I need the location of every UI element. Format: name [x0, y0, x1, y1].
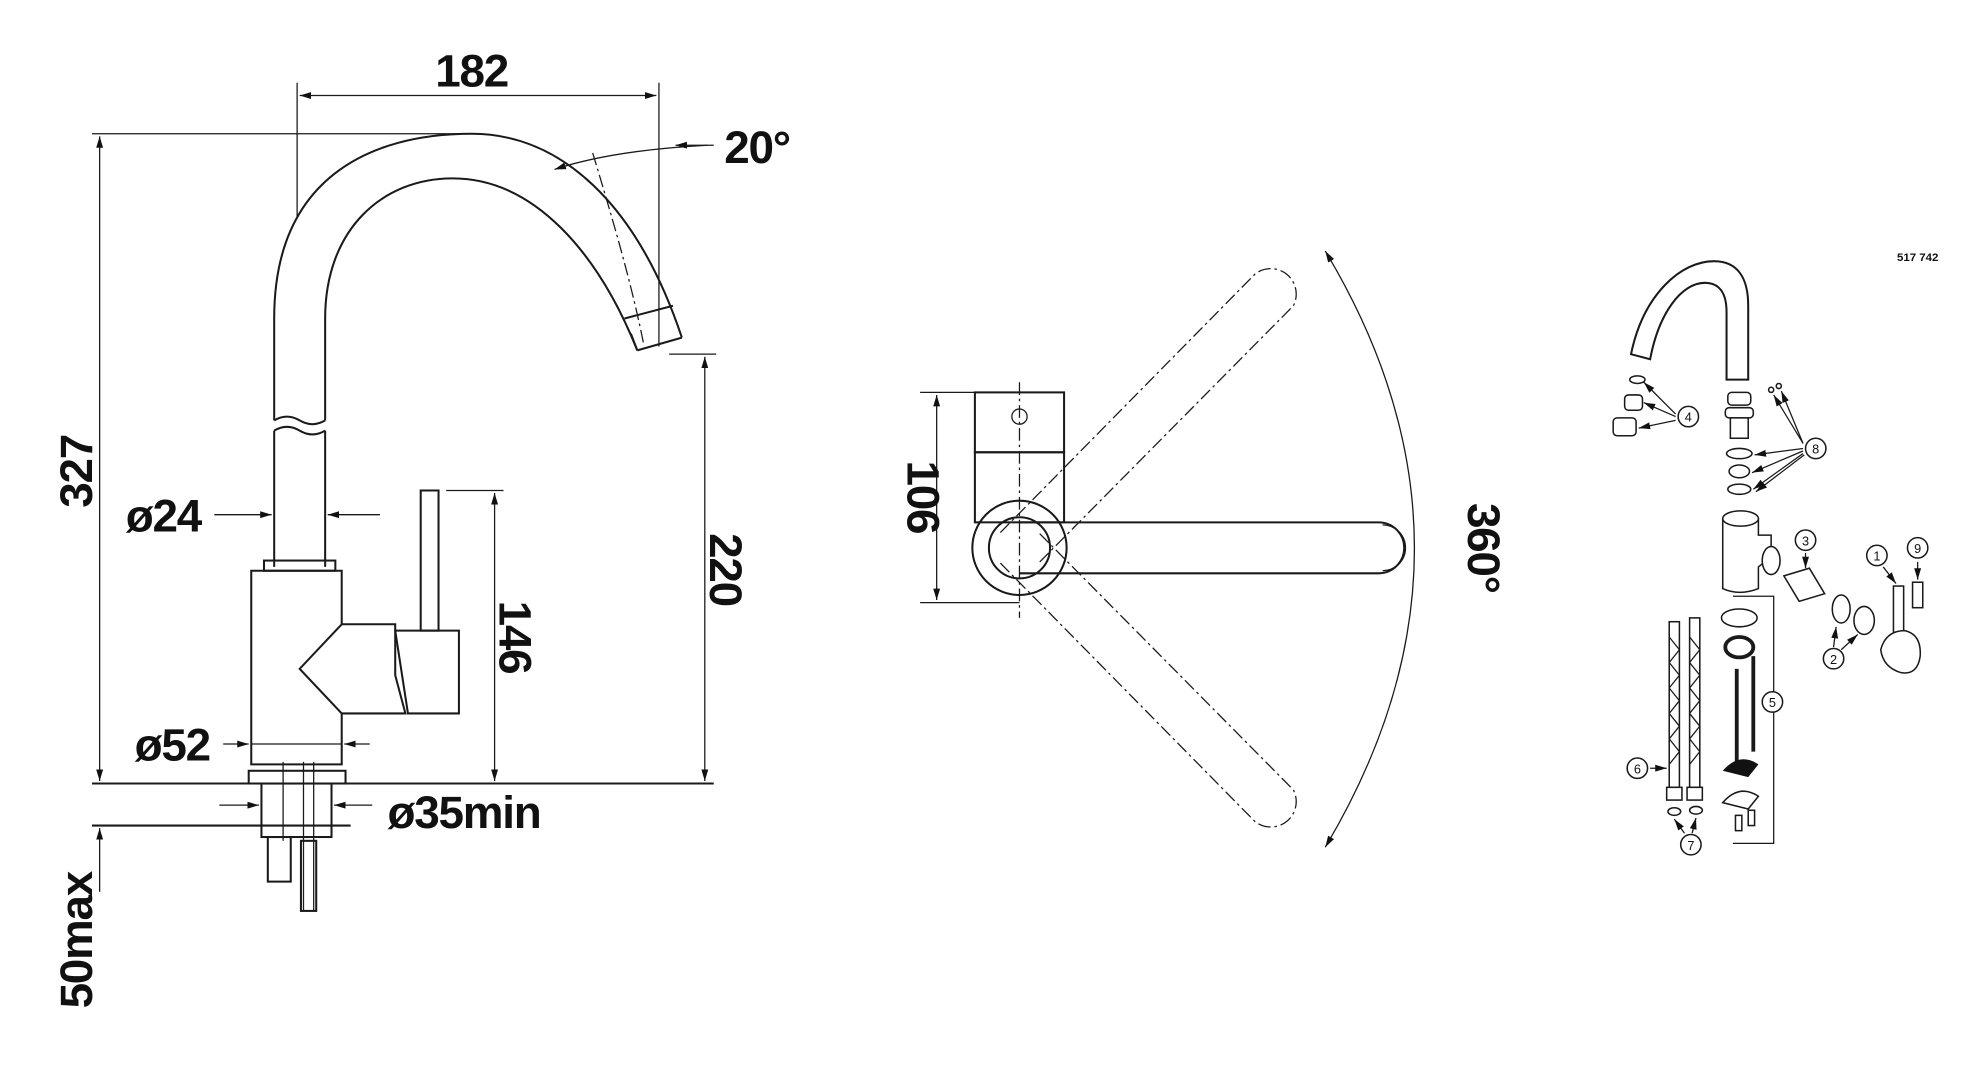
dimension-lever-height: 146: [490, 601, 542, 674]
dimension-rotation: 360°: [1458, 503, 1510, 593]
part-label-2: 2: [1822, 647, 1845, 670]
svg-text:3: 3: [1802, 533, 1809, 548]
dimension-base-diameter: ø52: [135, 719, 210, 771]
part-label-7: 7: [1679, 833, 1702, 856]
svg-text:2: 2: [1830, 652, 1837, 667]
part-label-9: 9: [1906, 536, 1929, 559]
part-label-4: 4: [1677, 405, 1700, 428]
article-number: 517 742: [1897, 252, 1938, 264]
dimension-depth: 106: [897, 461, 949, 534]
part-label-3: 3: [1794, 529, 1817, 552]
dimension-counter-thickness: 50max: [50, 870, 102, 1008]
side-view: 182 327 20° 146 220 ø2: [50, 45, 791, 1009]
dimension-spout-diameter: ø24: [126, 489, 203, 541]
svg-text:7: 7: [1687, 838, 1694, 853]
dimension-reach: 182: [435, 45, 508, 97]
dimension-outlet-height: 220: [700, 533, 752, 606]
svg-text:5: 5: [1769, 695, 1776, 710]
svg-text:6: 6: [1634, 761, 1641, 776]
exploded-view: 517 742: [1612, 252, 1938, 856]
svg-text:8: 8: [1812, 442, 1819, 457]
svg-text:9: 9: [1914, 541, 1921, 556]
svg-text:4: 4: [1685, 410, 1692, 425]
dimension-spout-angle: 20°: [724, 121, 790, 173]
part-label-1: 1: [1865, 544, 1888, 567]
part-label-6: 6: [1626, 757, 1649, 780]
part-label-8: 8: [1804, 437, 1827, 460]
part-label-5: 5: [1761, 691, 1784, 713]
dimension-hole-diameter: ø35min: [388, 786, 541, 838]
top-view: 106 360°: [897, 250, 1510, 848]
dimension-total-height: 327: [50, 435, 102, 508]
svg-text:1: 1: [1873, 549, 1880, 564]
